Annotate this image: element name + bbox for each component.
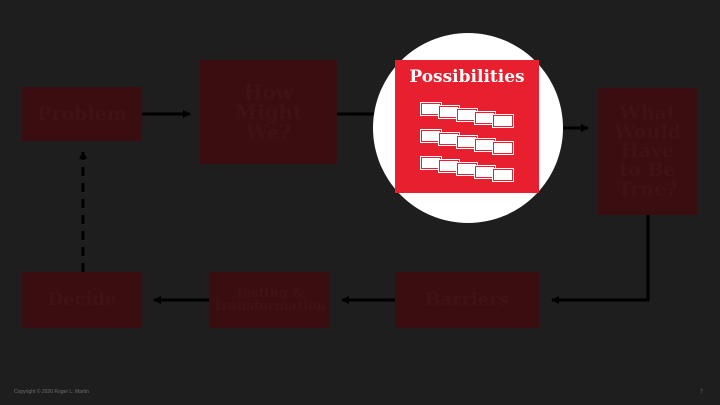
possibility-card bbox=[439, 106, 459, 118]
possibility-card bbox=[421, 157, 441, 169]
node-barriers-label: Barriers bbox=[425, 289, 509, 310]
node-what-would-have-to-be-true: What Would Have to Be True? bbox=[598, 88, 697, 215]
node-testing-transformation: Testing & Transformation bbox=[209, 272, 330, 328]
stacked-cards-icon bbox=[395, 60, 539, 193]
possibility-card bbox=[475, 139, 495, 151]
node-testing-label: Testing & Transformation bbox=[212, 286, 327, 314]
possibility-card bbox=[493, 115, 513, 127]
footer-copyright: Copyright © 2020 Roger L. Martin bbox=[14, 389, 89, 395]
possibility-card bbox=[493, 169, 513, 181]
node-decide: Decide bbox=[22, 272, 142, 328]
node-how-might-we-label: How Might We? bbox=[234, 80, 303, 144]
node-problem-label: Problem bbox=[37, 102, 127, 125]
node-wwhtbt-label: What Would Have to Be True? bbox=[614, 102, 681, 200]
node-possibilities-label: Possibilities bbox=[409, 67, 525, 87]
possibility-card bbox=[421, 103, 441, 115]
node-how-might-we: How Might We? bbox=[200, 60, 337, 164]
possibility-card bbox=[457, 109, 477, 121]
possibility-card bbox=[475, 112, 495, 124]
arrow-wwhtbt-to-barriers bbox=[551, 215, 650, 304]
possibility-card bbox=[421, 130, 441, 142]
node-decide-label: Decide bbox=[47, 289, 117, 310]
possibility-card bbox=[475, 166, 495, 178]
possibility-card bbox=[457, 163, 477, 175]
footer-page-number: 7 bbox=[700, 389, 703, 395]
node-barriers: Barriers bbox=[395, 272, 539, 328]
possibility-card bbox=[439, 160, 459, 172]
possibility-card bbox=[493, 142, 513, 154]
possibility-card bbox=[439, 133, 459, 145]
node-problem: Problem bbox=[22, 87, 142, 141]
possibility-card bbox=[457, 136, 477, 148]
